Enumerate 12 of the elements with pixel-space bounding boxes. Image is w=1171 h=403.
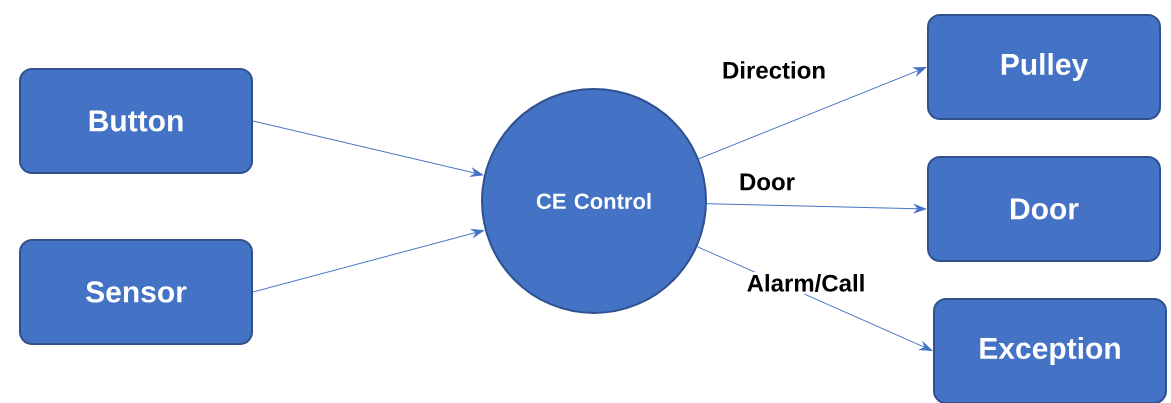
process-box: Exception (933, 298, 1167, 403)
process-box: Button (19, 68, 253, 174)
process-box: Door (927, 156, 1161, 262)
edge-label: Alarm/Call (744, 272, 868, 294)
arrow (698, 67, 927, 160)
arrow (252, 229, 484, 293)
process-box: Sensor (19, 239, 253, 345)
edge-label: Direction (720, 59, 828, 81)
process-box: Pulley (927, 14, 1161, 120)
arrow (252, 120, 484, 177)
edge-label: Door (737, 171, 797, 193)
arrow (706, 203, 926, 214)
